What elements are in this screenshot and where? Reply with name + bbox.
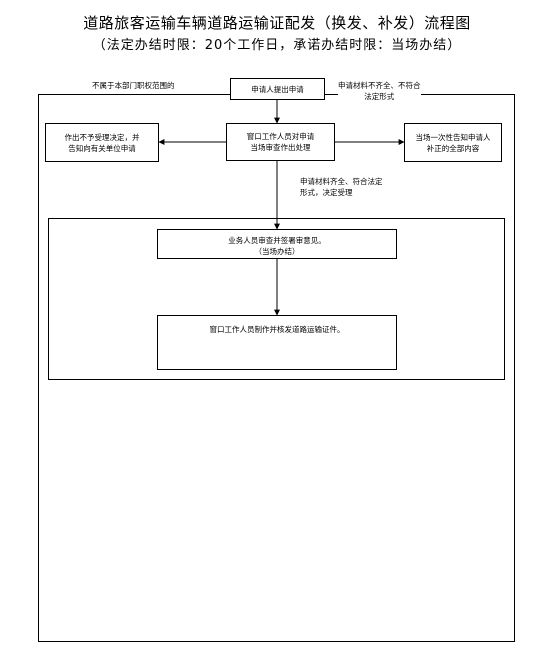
- label-accepted: 申请材料齐全、符合法定 形式，决定受理: [300, 176, 383, 198]
- node-notify-text: 当场一次性告知申请人 补正的全部内容: [415, 132, 491, 153]
- node-reject-text: 作出不予受理决定，并 告知向有关单位申请: [64, 132, 140, 153]
- label-incomplete: 申请材料不齐全、不符合 法定形式: [338, 80, 421, 102]
- node-apply-text: 申请人提出申请: [251, 84, 304, 94]
- page-subtitle: （法定办结时限：20个工作日，承诺办结时限：当场办结）: [92, 38, 462, 53]
- node-reject: 作出不予受理决定，并 告知向有关单位申请: [45, 123, 159, 162]
- node-window-review-text: 窗口工作人员对申请 当场审查作出处理: [246, 132, 315, 152]
- node-notify: 当场一次性告知申请人 补正的全部内容: [404, 123, 502, 162]
- label-not-in-scope: 不属于本部门职权范围的: [92, 80, 175, 91]
- node-staff-review-text: 业务人员审查并签署审意见。 （当场办结）: [228, 236, 326, 256]
- node-window-review: 窗口工作人员对申请 当场审查作出处理: [226, 123, 335, 161]
- label-accepted-text: 申请材料齐全、符合法定 形式，决定受理: [300, 177, 383, 197]
- page-title: 道路旅客运输车辆道路运输证配发（换发、补发）流程图: [83, 14, 471, 32]
- node-issue-text: 窗口工作人员制作并核发道路运输证件。: [209, 325, 345, 334]
- label-incomplete-text: 申请材料不齐全、不符合 法定形式: [338, 81, 421, 101]
- node-staff-review: 业务人员审查并签署审意见。 （当场办结）: [157, 229, 397, 259]
- node-issue: 窗口工作人员制作并核发道路运输证件。: [157, 315, 397, 370]
- node-apply: 申请人提出申请: [230, 78, 325, 100]
